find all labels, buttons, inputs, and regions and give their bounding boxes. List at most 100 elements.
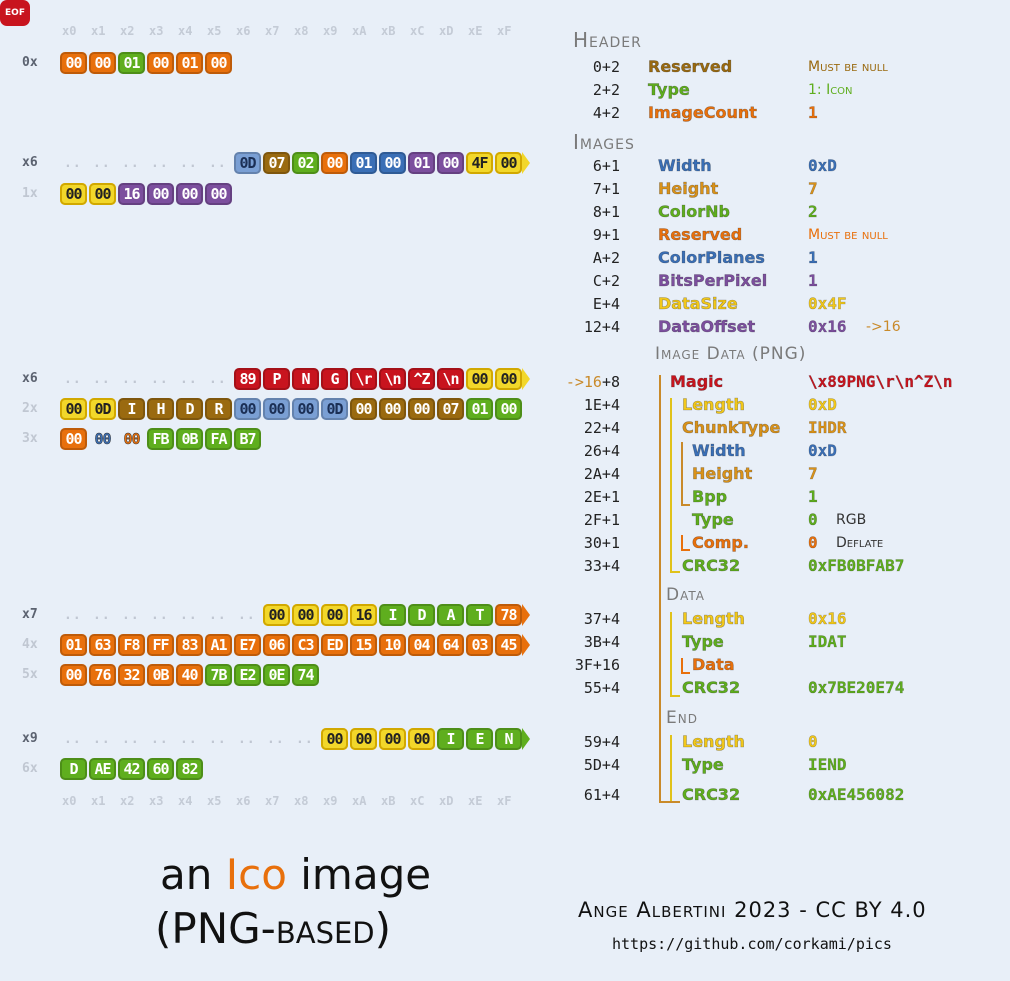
field-value: 0x4F: [808, 294, 847, 314]
hex-byte-cell: 00: [263, 398, 290, 420]
hex-placeholder-dots: ..: [209, 608, 227, 623]
hex-byte-cell: 00: [379, 152, 406, 174]
hex-byte-cell: 16: [118, 183, 145, 205]
hex-byte-cell: D: [408, 604, 435, 626]
field-name: Height: [692, 464, 753, 484]
tree-line: [659, 801, 680, 803]
hex-byte-cell: 07: [437, 398, 464, 420]
field-offset: 0+2: [592, 58, 620, 76]
hex-byte-cell: R: [205, 398, 232, 420]
tree-line: [670, 571, 680, 573]
hex-byte-cell: 00: [408, 728, 435, 750]
field-offset: E+4: [592, 295, 620, 313]
hex-byte-cell: 07: [263, 152, 290, 174]
diagram-subtitle: (PNG-based): [155, 904, 392, 953]
hex-placeholder-dots: ..: [209, 372, 227, 387]
title-accent: Ico: [225, 850, 287, 899]
hex-byte-cell: 16: [350, 604, 377, 626]
hex-byte-cell: C3: [292, 634, 319, 656]
hex-byte-cell: E: [466, 728, 493, 750]
field-note: Deflate: [836, 535, 884, 551]
field-name: BitsPerPixel: [658, 271, 768, 291]
hex-byte-cell: 00: [379, 728, 406, 750]
hex-placeholder-dots: ..: [122, 372, 140, 387]
hex-column-header: x5: [207, 24, 222, 38]
hex-byte-cell: 00: [89, 183, 116, 205]
field-offset: 7+1: [592, 180, 620, 198]
hex-byte-cell: 83: [176, 634, 203, 656]
tree-line: [681, 549, 690, 551]
field-name: CRC32: [682, 678, 741, 698]
hex-byte-cell: E7: [234, 634, 261, 656]
field-name: DataOffset: [658, 317, 756, 337]
hex-byte-cell: 00: [60, 183, 87, 205]
field-name: Comp.: [692, 533, 750, 553]
field-offset: 2A+4: [583, 465, 620, 483]
author-credit: Ange Albertini 2023 - CC BY 4.0: [578, 898, 927, 922]
field-name: CRC32: [682, 556, 741, 576]
field-value: 1: [808, 271, 818, 291]
hex-column-header: x2: [120, 794, 135, 808]
field-offset: 22+4: [583, 419, 620, 437]
title-part: an: [160, 850, 226, 899]
hex-byte-cell: N: [495, 728, 522, 750]
field-value: 0xD: [808, 395, 837, 415]
hex-byte-cell: 0E: [263, 664, 290, 686]
hex-column-header: x6: [236, 794, 251, 808]
hex-byte-cell: 00: [263, 604, 290, 626]
hex-column-header: x8: [294, 24, 309, 38]
hex-byte-cell: \n: [379, 368, 406, 390]
hex-placeholder-dots: ..: [180, 156, 198, 171]
tree-line: [681, 504, 690, 506]
tree-line: [670, 735, 672, 802]
hex-byte-cell: P: [263, 368, 290, 390]
hex-column-header: xE: [468, 24, 483, 38]
field-name: Length: [682, 732, 746, 752]
field-value: 1: [808, 103, 818, 123]
hex-placeholder-dots: ..: [122, 156, 140, 171]
hex-row-label: 2x: [22, 401, 38, 416]
hex-byte-cell: 0D: [234, 152, 261, 174]
field-value: 0xFB0BFAB7: [808, 556, 905, 576]
field-name: Length: [682, 609, 746, 629]
hex-placeholder-dots: ..: [93, 732, 111, 747]
field-name: Width: [658, 156, 712, 176]
field-name: Bpp: [692, 487, 728, 507]
field-note: Must be null: [808, 227, 888, 243]
hex-byte-cell: 00: [350, 398, 377, 420]
hex-byte-cell: 15: [350, 634, 377, 656]
field-value: IEND: [808, 755, 847, 775]
source-url[interactable]: https://github.com/corkami/pics: [612, 935, 892, 953]
field-offset: 55+4: [583, 679, 620, 697]
hex-byte-cell: \r: [350, 368, 377, 390]
field-value: 7: [808, 464, 818, 484]
hex-byte-cell: 7B: [205, 664, 232, 686]
tree-line: [659, 375, 661, 802]
hex-byte-cell: 10: [379, 634, 406, 656]
hex-byte-cell: 01: [118, 52, 145, 74]
hex-column-header: xE: [468, 794, 483, 808]
hex-row-label: x6: [22, 371, 38, 386]
hex-column-header: x4: [178, 794, 193, 808]
hex-column-header: x7: [265, 24, 280, 38]
hex-byte-cell: 76: [89, 664, 116, 686]
hex-column-header: xA: [352, 24, 367, 38]
hex-placeholder-dots: ..: [209, 732, 227, 747]
hex-byte-cell: AE: [89, 758, 116, 780]
hex-byte-cell: 00: [350, 728, 377, 750]
hex-byte-cell: 00: [321, 152, 348, 174]
hex-byte-cell: 00: [205, 52, 232, 74]
hex-byte-cell: 0D: [89, 398, 116, 420]
hex-byte-cell: D: [176, 398, 203, 420]
hex-column-header: xD: [439, 794, 454, 808]
field-offset: 61+4: [583, 786, 620, 804]
hex-byte-cell: 89: [234, 368, 261, 390]
hex-byte-cell: 00: [60, 664, 87, 686]
field-offset: 2E+1: [583, 488, 620, 506]
hex-byte-cell: 01: [176, 52, 203, 74]
hex-byte-cell: 00: [234, 398, 261, 420]
row-continuation-arrow: [522, 634, 530, 656]
hex-byte-cell: F8: [118, 634, 145, 656]
hex-column-header: xF: [497, 794, 512, 808]
hex-placeholder-dots: ..: [93, 156, 111, 171]
